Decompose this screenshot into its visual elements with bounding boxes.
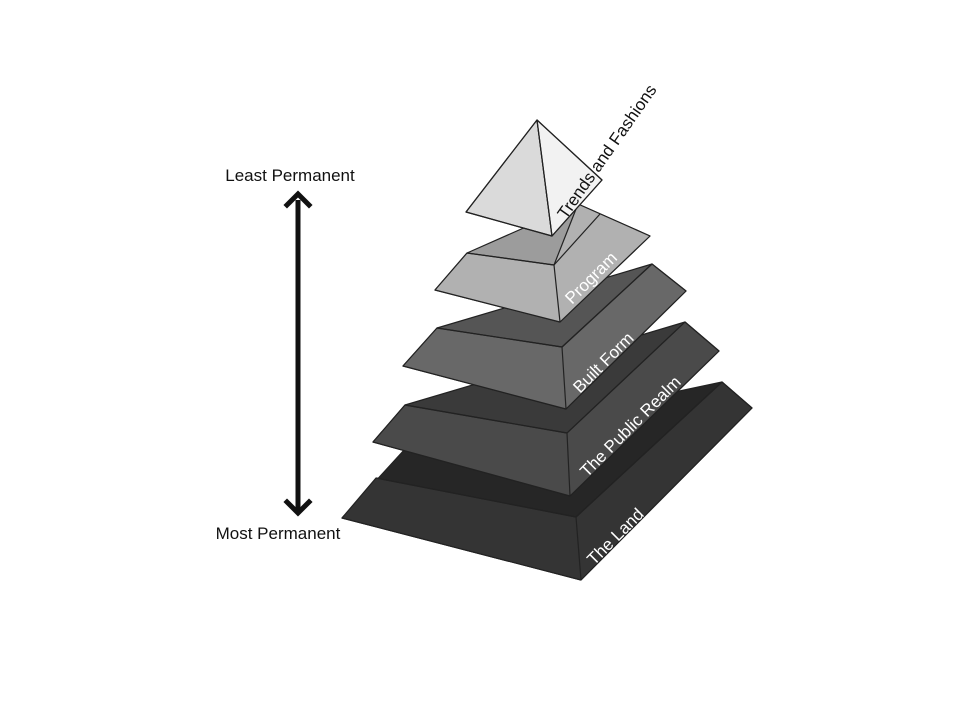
layer-built-form: Built Form: [402, 263, 687, 410]
built-form-ridge: [561, 263, 653, 348]
least-permanent-label: Least Permanent: [225, 166, 355, 185]
program-ridge: [553, 213, 601, 266]
permanence-scale: Least Permanent Most Permanent: [216, 166, 355, 543]
arrow-up-icon: [283, 190, 313, 209]
layer-the-public-realm: The Public Realm: [372, 321, 720, 497]
arrow-down-icon: [283, 498, 313, 517]
most-permanent-label: Most Permanent: [216, 524, 341, 543]
the-public-realm-ridge: [566, 321, 686, 434]
the-land-ridge: [575, 381, 723, 518]
trends-and-fashions-ridge: [536, 119, 553, 237]
layer-trends-and-fashions: Trends and Fashions: [465, 81, 661, 237]
